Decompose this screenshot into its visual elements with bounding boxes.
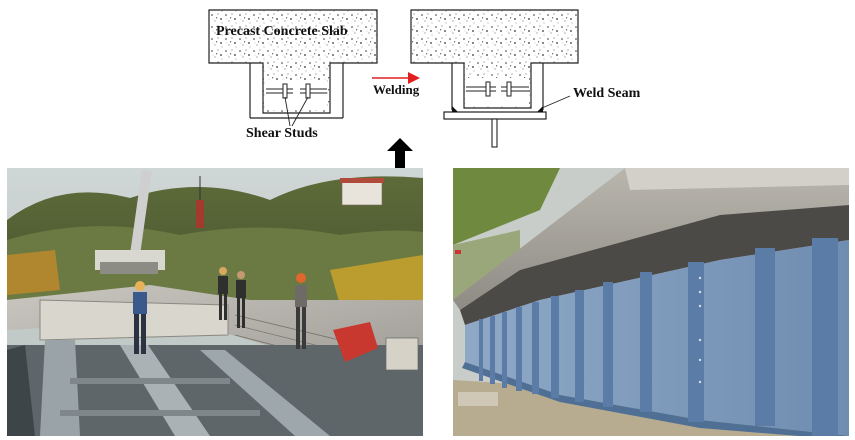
welding-label: Welding	[373, 82, 420, 97]
slab-label: Precast Concrete Slab	[216, 24, 348, 39]
photo-bridge-underside	[453, 168, 849, 436]
girder-web	[491, 118, 498, 148]
slab-after-welding	[410, 9, 579, 148]
shear-stud-welded-left	[466, 81, 496, 97]
girder-top-flange	[443, 111, 547, 120]
weld-seam-left	[452, 106, 458, 112]
slab-pocket	[266, 80, 327, 110]
weld-seam-right	[537, 106, 543, 112]
shear-stud-welded-right	[501, 81, 529, 97]
up-arrow	[387, 138, 413, 168]
slab-before-welding	[208, 9, 378, 127]
weld-seam-label: Weld Seam	[573, 86, 641, 101]
shear-studs-label: Shear Studs	[246, 126, 318, 141]
welding-arrow	[372, 72, 420, 84]
photo-construction-site	[7, 168, 423, 436]
shear-stud-right	[300, 83, 327, 99]
